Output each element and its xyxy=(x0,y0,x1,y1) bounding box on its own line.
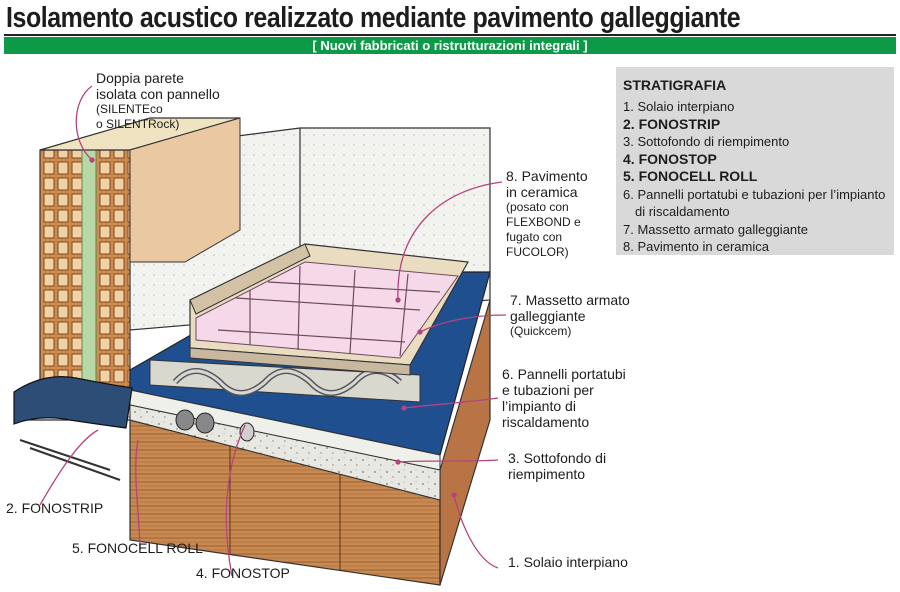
floor8-line-1: 8. Pavimento xyxy=(506,168,588,184)
floor8-line-6: FUCOLOR) xyxy=(506,245,569,259)
strat-item-8: 8. Pavimento in ceramica xyxy=(623,239,769,254)
tile-platform xyxy=(189,243,469,376)
double-wall xyxy=(39,117,241,391)
panels6-line-1: 6. Pannelli portatubi xyxy=(502,366,626,382)
label-pavimento: 8. Pavimento in ceramica (posato con FLE… xyxy=(506,168,588,260)
title-rule xyxy=(4,34,896,36)
floor8-line-4: FLEXBOND e xyxy=(506,215,581,229)
strat-item-3: 3. Sottofondo di riempimento xyxy=(623,134,790,149)
strat-item-5: 5. FONOCELL ROLL xyxy=(623,168,758,184)
wall-line-2: isolata con pannello xyxy=(96,86,220,102)
panels6-line-3: l’impianto di xyxy=(502,398,576,414)
floor8-line-5: fugato con xyxy=(506,230,563,244)
screed7-line-3: (Quickcem) xyxy=(510,324,572,338)
panels6-line-4: riscaldamento xyxy=(502,414,590,430)
label-double-wall: Doppia parete isolata con pannello (SILE… xyxy=(96,70,220,132)
stratigrafia-heading: STRATIGRAFIA xyxy=(623,77,727,93)
fonostrip-roll xyxy=(13,376,133,481)
screed7-line-1: 7. Massetto armato xyxy=(510,292,630,308)
label-fonostrip: 2. FONOSTRIP xyxy=(6,500,104,516)
strat-item-4: 4. FONOSTOP xyxy=(623,150,717,167)
floor8-line-2: in ceramica xyxy=(506,184,578,200)
strat-item-7: 7. Massetto armato galleggiante xyxy=(623,221,808,237)
leader-lines xyxy=(39,85,507,577)
stratigrafia-panel: STRATIGRAFIA 1. Solaio interpiano 2. FON… xyxy=(616,67,894,255)
panels6-line-2: e tubazioni per xyxy=(502,382,594,398)
label-pannelli: 6. Pannelli portatubi e tubazioni per l’… xyxy=(502,366,626,430)
label-fonostop: 4. FONOSTOP xyxy=(196,565,290,581)
strat-item-6: 6. Pannelli portatubi e tubazioni per l’… xyxy=(623,186,888,221)
label-fonocell-roll: 5. FONOCELL ROLL xyxy=(72,540,203,556)
subtitle-banner: [ Nuovi fabbricati o ristrutturazioni in… xyxy=(4,37,896,54)
strat-item-2: 2. FONOSTRIP xyxy=(623,115,721,132)
fill3-line-1: 3. Sottofondo di xyxy=(508,450,607,466)
wall-line-1: Doppia parete xyxy=(96,70,184,86)
strat-item-1: 1. Solaio interpiano xyxy=(623,99,735,114)
floor8-line-3: (posato con xyxy=(506,200,569,214)
page-title: Isolamento acustico realizzato mediante … xyxy=(6,2,741,34)
strat-item-6-cont: di riscaldamento xyxy=(635,204,730,219)
screed7-line-2: galleggiante xyxy=(510,308,586,324)
label-sottofondo: 3. Sottofondo di riempimento xyxy=(508,450,606,482)
label-massetto: 7. Massetto armato galleggiante (Quickce… xyxy=(510,292,630,339)
strat-item-6-text: 6. Pannelli portatubi e tubazioni per l’… xyxy=(623,186,886,202)
label-solaio: 1. Solaio interpiano xyxy=(508,554,628,570)
fill3-line-2: riempimento xyxy=(508,466,586,482)
wall-line-4: o SILENTRock) xyxy=(96,117,180,131)
wall-line-3: (SILENTEco xyxy=(96,102,163,116)
